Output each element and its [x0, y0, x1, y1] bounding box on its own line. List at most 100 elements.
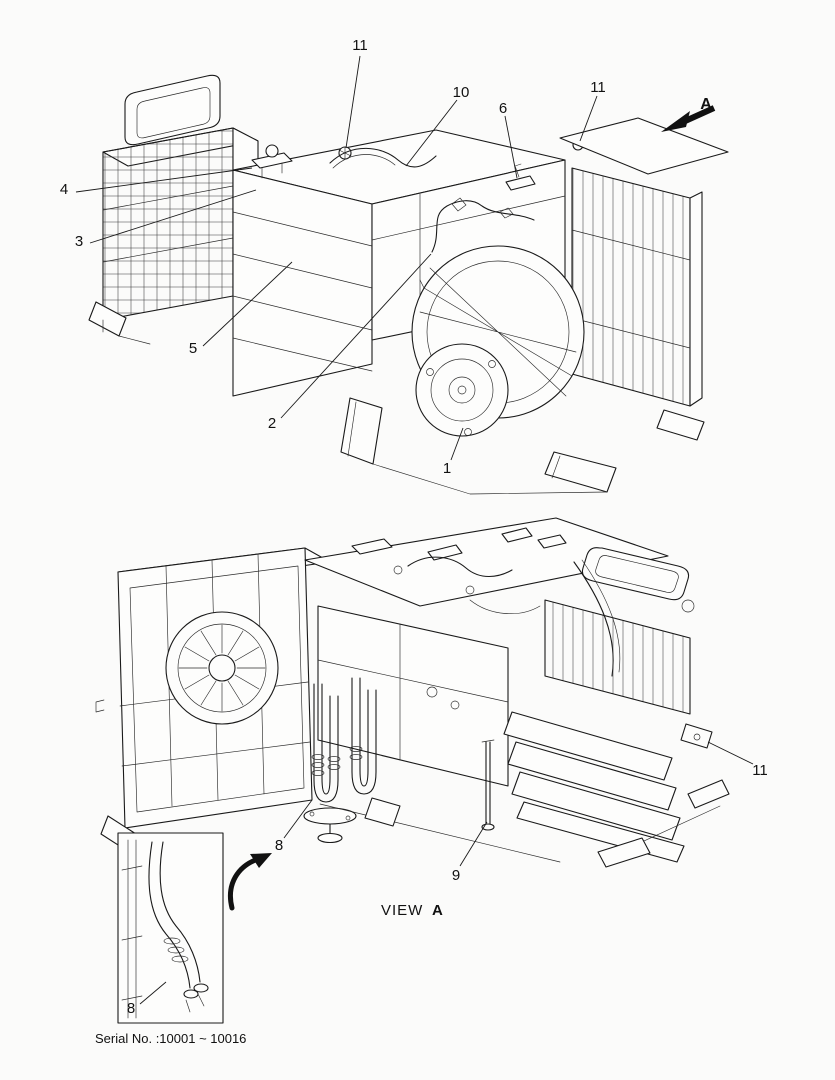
evaporator-fin-block [544, 599, 691, 715]
motor-shaft [457, 385, 467, 395]
inset-hose-1 [148, 841, 191, 989]
deck-bottom-view [304, 517, 669, 607]
inset-leader-line-8 [139, 981, 167, 1005]
louver-panel-1 [503, 711, 673, 781]
heater-hose-pipe [329, 147, 437, 168]
leader-line-9 [459, 821, 488, 867]
motor-bolt-2 [426, 368, 434, 376]
serial-number-note: Serial No. :10001 ~ 10016 [95, 1031, 246, 1046]
inset-callout-8: 8 [127, 1000, 135, 1017]
grille-fin-face [571, 167, 691, 407]
base-foot-1 [364, 797, 401, 827]
cage-ground-line [102, 319, 151, 345]
leader-line-2 [280, 253, 432, 419]
flange-base [317, 832, 343, 844]
fan-hub [208, 654, 236, 682]
callout-5: 5 [189, 340, 197, 357]
side-bracket [680, 723, 713, 749]
callout-6: 6 [499, 100, 507, 117]
heater-housing-ribs [232, 211, 373, 372]
pipe-hairpin-front-outer [313, 683, 339, 803]
inset-pointer-arrow-head [250, 853, 272, 868]
leader-line-3 [89, 189, 257, 244]
heater-core-pipes [303, 677, 377, 844]
blower-box-bottom-view [95, 547, 331, 853]
inset-border [117, 832, 224, 1024]
motor-bolt-1 [488, 360, 496, 368]
side-bracket-bolt [693, 733, 701, 741]
blower-motor [415, 343, 509, 437]
main-housing-bottom-view [304, 517, 669, 787]
right-louver-stack [503, 547, 713, 863]
right-foot-bracket [656, 409, 705, 441]
heater-housing-front [232, 169, 373, 397]
view-caption-letter: A [432, 902, 443, 919]
box-inner-frame [129, 565, 305, 813]
leader-line-1 [450, 427, 464, 461]
inset-frame-lines [121, 839, 143, 1019]
sensor-base [505, 175, 536, 191]
view-direction-arrow: A [661, 96, 716, 132]
wiring-harness [431, 200, 535, 253]
grille-right-post [689, 191, 703, 407]
cage-straps [102, 185, 234, 263]
deck-harness [469, 599, 541, 615]
bottom-assembly-drawing: 11 8 9 VIEW A [95, 517, 768, 919]
callout-3: 3 [75, 233, 83, 250]
view-caption: VIEW A [381, 902, 443, 919]
left-intake-cage [88, 74, 259, 345]
leader-line-10 [405, 99, 458, 167]
inset-hose-collars [163, 937, 189, 963]
inset-hose-tails [185, 993, 205, 1013]
direction-arrow-head [661, 111, 690, 132]
flange-bolt-2 [345, 815, 351, 821]
harness-connectors [451, 197, 514, 219]
deck-component-1 [351, 538, 393, 555]
fan-wheel-inner [177, 623, 267, 713]
base-skid-lines [372, 455, 608, 495]
motor-end-bell [430, 358, 494, 422]
callout-9: 9 [452, 867, 460, 884]
base-foot-2 [597, 837, 651, 868]
blower-assembly [411, 245, 585, 437]
leader-line-4 [75, 167, 253, 193]
callout-11-top: 11 [352, 37, 368, 54]
outlet-duct-collar [581, 547, 690, 601]
fan-blades [178, 624, 266, 712]
pipe-ribbed-collars [311, 746, 363, 776]
grille-cross-rails [571, 229, 691, 349]
direction-arrow-shaft [681, 105, 716, 125]
base-rails-bottom-view [319, 779, 730, 868]
callout-1: 1 [443, 460, 451, 477]
callout-8: 8 [275, 837, 283, 854]
callout-4: 4 [60, 181, 68, 198]
flange-bolt-1 [309, 811, 315, 817]
leader-line-8 [283, 799, 313, 839]
panel-hole-2 [450, 700, 460, 710]
motor-bolt-3 [464, 428, 472, 436]
inset-detail: 8 [117, 832, 272, 1024]
duct-collar-outline [124, 74, 221, 146]
center-panel-lines [317, 623, 509, 761]
deck-bolt-1 [393, 565, 403, 575]
outlet-duct-inner [595, 555, 679, 593]
callout-11-right: 11 [590, 79, 606, 96]
panel-hole-1 [426, 686, 438, 698]
heater-hose-pipe-inner [332, 154, 396, 169]
view-caption-word: VIEW [381, 902, 423, 919]
bottom-view-callouts: 11 8 9 [275, 741, 768, 884]
front-leg-detail [347, 401, 357, 457]
deck-bolt-2 [465, 585, 475, 595]
pipe-hairpin-rear-outer [351, 677, 377, 795]
support-legs-top-view [340, 397, 617, 495]
duct-collar-inner [136, 87, 211, 139]
rod-top [481, 739, 495, 743]
inset-hose-2 [159, 841, 201, 983]
pipe-hairpin-front-inner [321, 683, 331, 795]
leader-line-6 [504, 115, 518, 179]
right-grille-panel [559, 117, 729, 441]
top-assembly-drawing: A 11 10 6 11 4 3 5 2 1 [60, 37, 729, 495]
louver-panel-3 [511, 771, 681, 841]
